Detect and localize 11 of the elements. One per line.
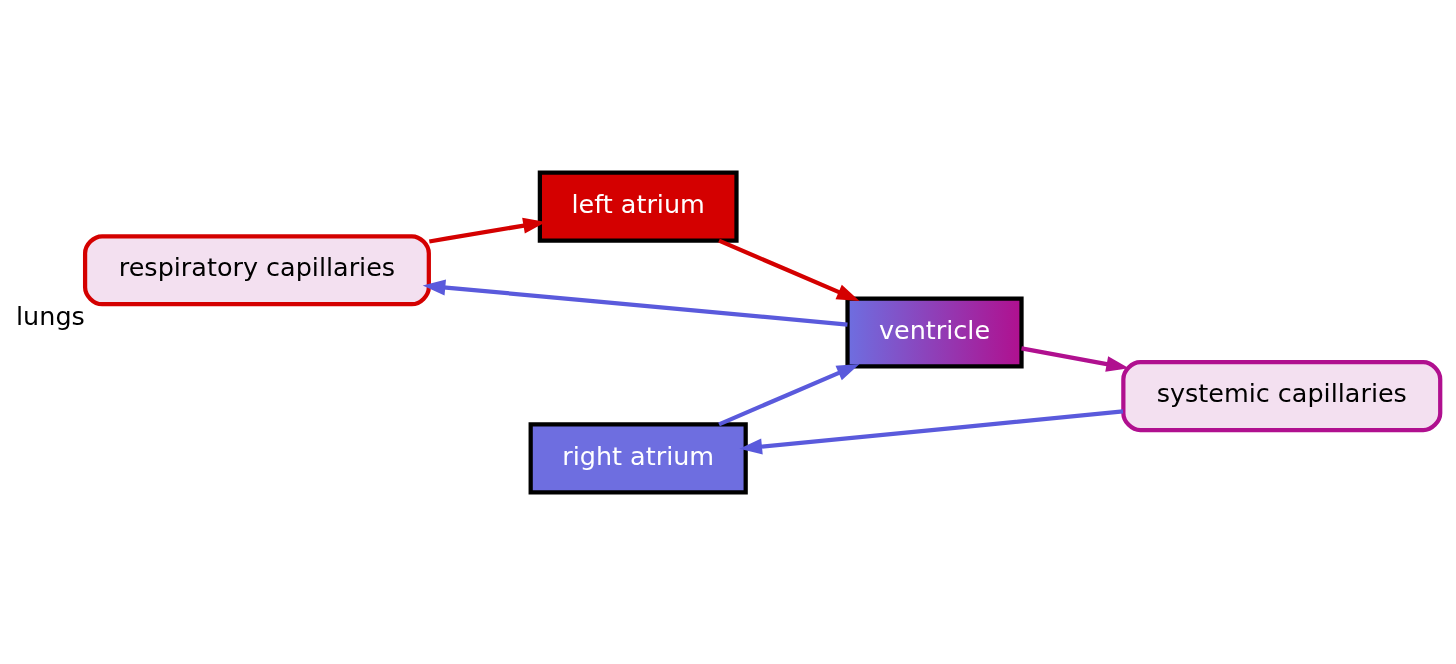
node-box: left atrium bbox=[537, 170, 739, 243]
arrow bbox=[718, 238, 860, 301]
arrow bbox=[422, 279, 848, 327]
arrow bbox=[739, 408, 1124, 454]
node-box: respiratory capillaries bbox=[82, 233, 431, 306]
node-box: ventricle bbox=[845, 295, 1024, 369]
node-label: lungs bbox=[16, 300, 85, 331]
arrow bbox=[718, 363, 860, 426]
node-box: systemic capillaries bbox=[1121, 359, 1443, 432]
node-box: right atrium bbox=[528, 421, 748, 494]
arrow bbox=[1021, 345, 1129, 372]
